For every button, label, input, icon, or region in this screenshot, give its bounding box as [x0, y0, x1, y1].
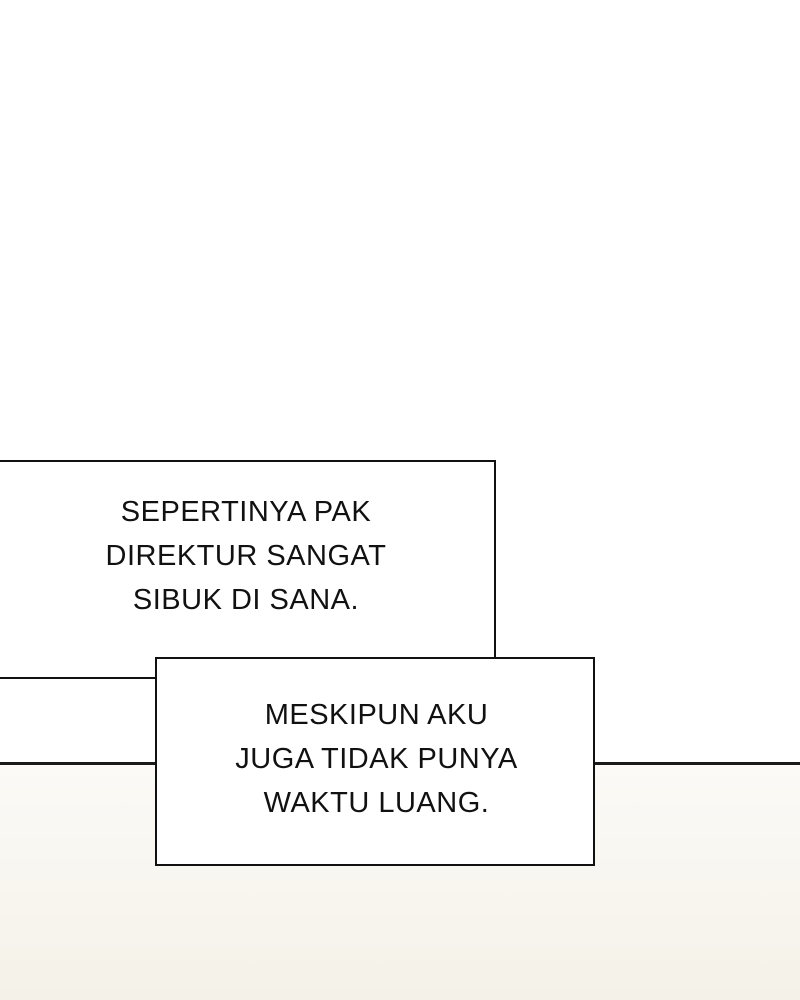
- speech-box-1-text: SEPERTINYA PAK DIREKTUR SANGAT SIBUK DI …: [105, 495, 387, 616]
- speech-box-2-text: MESKIPUN AKU JUGA TIDAK PUNYA WAKTU LUAN…: [235, 699, 518, 819]
- speech-box-1: SEPERTINYA PAK DIREKTUR SANGAT SIBUK DI …: [0, 460, 496, 679]
- speech-box-2: MESKIPUN AKU JUGA TIDAK PUNYA WAKTU LUAN…: [155, 657, 595, 866]
